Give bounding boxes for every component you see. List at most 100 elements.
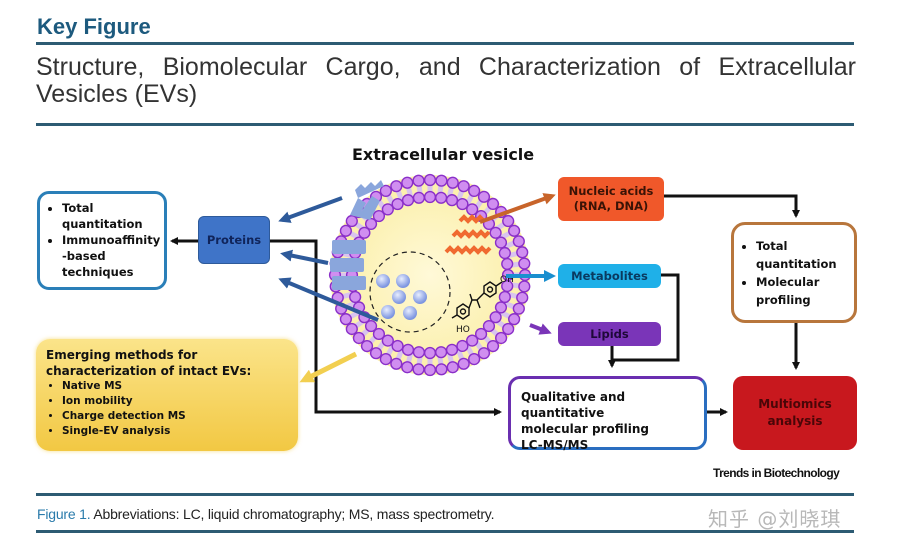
lipid-head (390, 180, 403, 193)
lipid-head (445, 194, 459, 207)
cargo-arrows (278, 193, 556, 383)
protein-balls (376, 274, 427, 320)
lipid-head (364, 217, 378, 231)
lipid-head (456, 339, 469, 353)
lipid-head (457, 357, 470, 370)
lipid-head (352, 331, 365, 345)
lipid-head (401, 343, 415, 356)
lipid-head (495, 331, 508, 345)
lipids-node: Lipids (558, 322, 661, 346)
line-nucleic-to-right-box (664, 194, 800, 218)
lipid-head (456, 197, 469, 211)
lipid-head (435, 191, 448, 204)
nucleic-acids-label: Nucleic acids (568, 184, 654, 198)
lipid-head (518, 280, 531, 293)
arrow-to-proteins-1 (278, 196, 343, 223)
lipid-head (391, 339, 404, 353)
lipid-head (412, 174, 425, 187)
lipid-head (502, 214, 515, 228)
lipid-head (498, 290, 511, 304)
proteins-node: Proteins (198, 216, 270, 264)
lipid-head (435, 346, 448, 359)
lipid-head (372, 209, 386, 223)
lipid-head (381, 203, 394, 216)
protein-methods-box: Total quantitation Immunoaffinity -based… (37, 191, 167, 290)
lipid-head (486, 197, 500, 210)
emerging-method-item: Native MS (62, 379, 290, 394)
lipid-head (360, 340, 374, 353)
lipid-head (423, 346, 437, 360)
lipid-head (466, 334, 479, 347)
lipid-head (494, 301, 508, 314)
lipid-head (501, 257, 514, 270)
emerging-method-item: Ion mobility (62, 394, 290, 409)
lipid-head (390, 357, 403, 370)
lipid-head (468, 184, 481, 197)
arrow-to-proteins-3 (278, 277, 379, 322)
arrow-to-nucleic-acids (479, 193, 556, 224)
lipid-head (494, 236, 508, 249)
proteins-label: Proteins (206, 232, 262, 247)
arrow-to-emerging-methods (299, 351, 358, 383)
molecule-label-oh: OH (500, 275, 514, 285)
line-proteins-to-lcms (270, 239, 502, 416)
lipid-head (498, 246, 511, 260)
lipid-head (477, 347, 491, 360)
protein-method-item: Immunoaffinity -based techniques (62, 232, 160, 280)
emerging-methods-box: Emerging methods for characterization of… (36, 339, 298, 451)
molecule-icon (451, 281, 503, 320)
line-metabolites-to-lcms (612, 273, 680, 362)
lipid-head (446, 176, 459, 189)
lipid-head (512, 302, 525, 315)
lipid-head (516, 291, 529, 304)
lipids-label: Lipids (590, 326, 629, 341)
caption-text: Abbreviations: LC, liquid chromatography… (90, 506, 495, 522)
journal-credit: Trends in Biotechnology (713, 466, 840, 480)
lipid-head (372, 327, 386, 341)
nucleic-method-item: Total quantitation (756, 237, 850, 273)
nucleic-methods-box: Total quantitation Molecular profiling (731, 222, 857, 323)
figure-caption: Figure 1. Abbreviations: LC, liquid chro… (37, 506, 494, 522)
lcms-profiling-box: Qualitative and quantitative molecular p… (508, 376, 707, 452)
figure-title: Structure, Biomolecular Cargo, and Chara… (36, 53, 856, 108)
lipid-head (345, 214, 358, 228)
lipid-head (489, 226, 502, 239)
nucleic-acids-sublabel: (RNA, DNA) (573, 199, 649, 213)
key-figure-label: Key Figure (37, 14, 151, 39)
lipid-head (423, 363, 437, 377)
emerging-method-item: Single-EV analysis (62, 424, 290, 439)
multiomics-label: Multiomics (758, 397, 832, 411)
caption-rule-bottom (36, 530, 854, 533)
arrow-to-lipids (529, 323, 552, 335)
rna-strands-icon (444, 214, 492, 255)
lipid-head (482, 319, 496, 333)
lcms-line-2: molecular profiling (521, 422, 649, 436)
lipid-head (364, 319, 378, 333)
lipid-head (445, 343, 459, 356)
protein-method-item: Total quantitation (62, 200, 160, 232)
lipid-head (516, 246, 529, 259)
metabolites-node: Metabolites (558, 264, 661, 288)
lipid-head (435, 174, 448, 187)
emerging-method-item: Charge detection MS (62, 409, 290, 424)
lipid-head (508, 224, 521, 237)
molecule-label-ho: HO (456, 325, 470, 335)
lipid-head (512, 235, 525, 248)
vesicle (328, 173, 532, 377)
nucleic-method-item: Molecular profiling (756, 273, 850, 309)
lipid-head (423, 173, 437, 187)
membrane-proteins (330, 180, 384, 290)
header-rule-bottom (36, 123, 854, 126)
nucleic-acids-node: Nucleic acids (RNA, DNA) (558, 177, 664, 221)
lipid-head (486, 340, 500, 353)
emerging-methods-heading: Emerging methods for characterization of… (46, 348, 252, 378)
multiomics-node: Multiomics analysis (733, 376, 857, 450)
arrow-to-proteins-2 (280, 249, 329, 265)
dashed-compartment (369, 251, 451, 333)
metabolites-label: Metabolites (571, 268, 648, 283)
lipid-head (457, 180, 470, 193)
lipid-head (345, 322, 358, 336)
multiomics-sublabel: analysis (767, 414, 823, 428)
lipid-head (474, 327, 488, 341)
